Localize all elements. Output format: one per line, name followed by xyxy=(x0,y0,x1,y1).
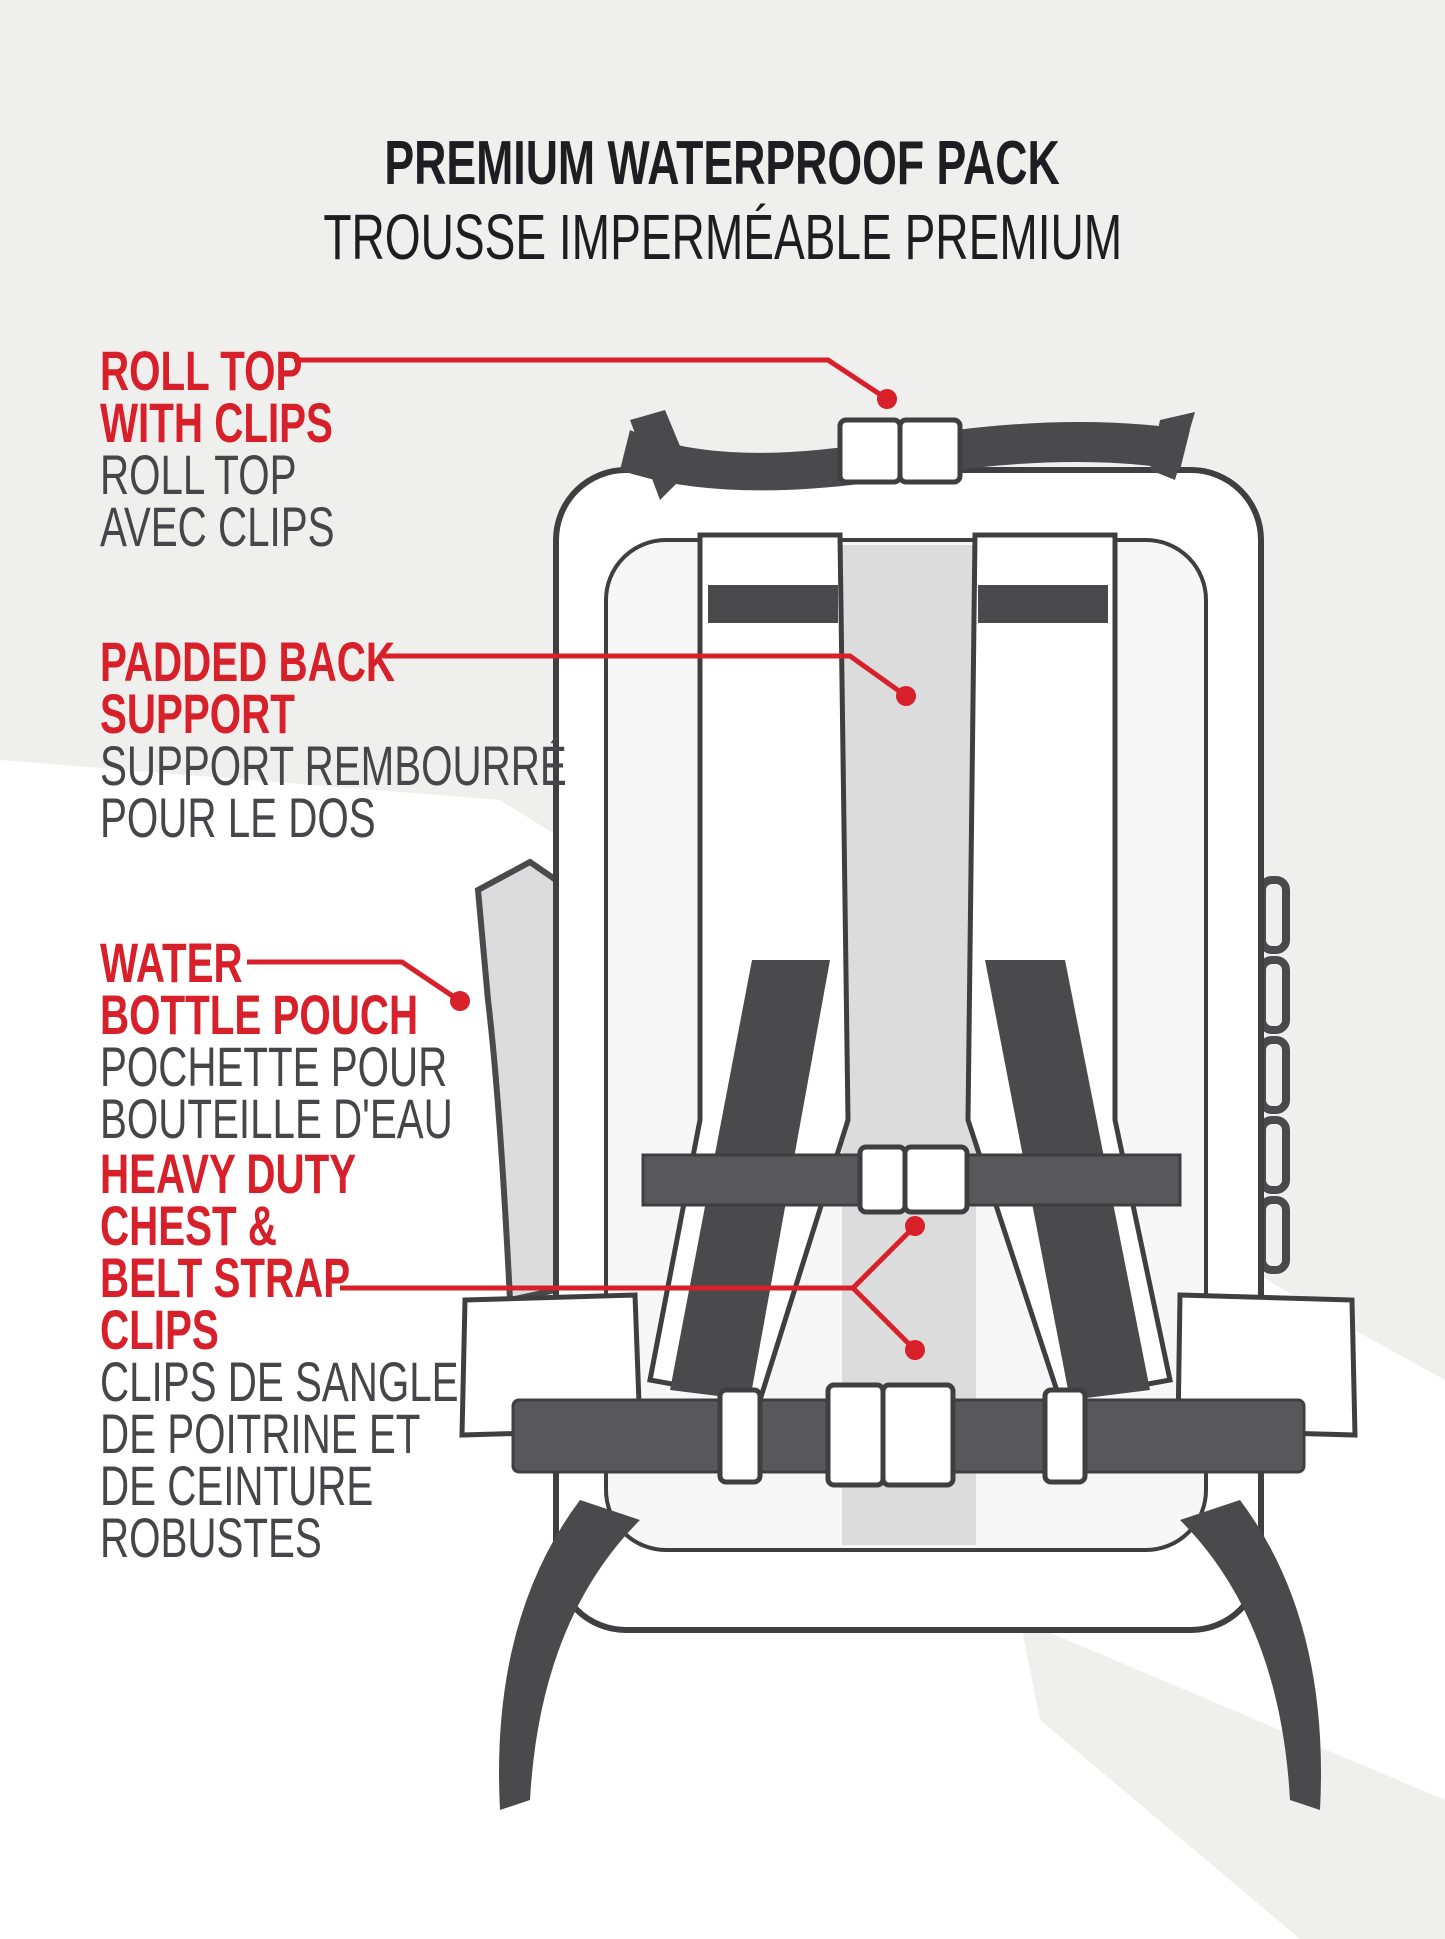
feature-label-fr: ROLL TOP xyxy=(100,443,297,506)
feature-label-en: HEAVY DUTY xyxy=(100,1142,357,1205)
feature-label-en: BELT STRAP xyxy=(100,1246,351,1309)
title-english: PREMIUM WATERPROOF PACK xyxy=(0,128,1445,199)
feature-label-en: ROLL TOP xyxy=(100,339,303,402)
feature-label-fr: CLIPS DE SANGLE xyxy=(100,1350,459,1413)
feature-label-en: CHEST & xyxy=(100,1194,277,1257)
leader-bottle-pouch xyxy=(247,959,462,1004)
title-french-text: TROUSSE IMPERMÉABLE PREMIUM xyxy=(323,201,1122,273)
strap-band xyxy=(708,585,838,623)
leader-dots xyxy=(450,389,925,1360)
chest-buckle xyxy=(857,1144,970,1215)
leader-lines xyxy=(247,357,917,1352)
roll-top-hook-right xyxy=(1150,412,1195,480)
feature-label-fr: AVEC CLIPS xyxy=(100,495,335,558)
bottom-strap-right xyxy=(1180,1500,1321,1810)
leader-roll-top xyxy=(294,357,889,402)
feature-label-en: WATER xyxy=(100,931,243,994)
feature-label-fr: POCHETTE POUR xyxy=(100,1035,448,1098)
title-english-text: PREMIUM WATERPROOF PACK xyxy=(384,129,1061,198)
strap-band xyxy=(978,585,1108,623)
leader-back-support xyxy=(383,653,908,699)
feature-label-en: CLIPS xyxy=(100,1298,219,1361)
leader-straps-belt xyxy=(851,1286,917,1352)
feature-label-en: WITH CLIPS xyxy=(100,391,333,454)
feature-label-en: SUPPORT xyxy=(100,682,295,745)
feature-padded-back: PADDED BACK SUPPORT SUPPORT REMBOURRÉ PO… xyxy=(100,630,748,849)
feature-label-fr: ROBUSTES xyxy=(100,1506,322,1569)
feature-label-fr: DE CEINTURE xyxy=(100,1454,374,1517)
feature-label-fr: POUR LE DOS xyxy=(100,786,376,849)
bottom-strap-left xyxy=(499,1500,640,1810)
roll-top-buckle xyxy=(837,417,963,485)
background-brush-lower xyxy=(1020,1620,1445,1939)
mesh-padding xyxy=(842,545,976,1545)
feature-label-fr: BOUTEILLE D'EAU xyxy=(100,1087,453,1150)
hip-belt-buckles xyxy=(717,1382,1088,1488)
feature-label-fr: SUPPORT REMBOURRÉ xyxy=(100,734,567,797)
roll-top-hook-left xyxy=(630,410,690,500)
feature-bottle-pouch: WATER BOTTLE POUCH POCHETTE POUR BOUTEIL… xyxy=(100,931,590,1150)
feature-strap-clips: HEAVY DUTY CHEST & BELT STRAP CLIPS CLIP… xyxy=(100,1142,598,1569)
feature-label-en: PADDED BACK xyxy=(100,630,395,693)
feature-roll-top: ROLL TOP WITH CLIPS ROLL TOP AVEC CLIPS xyxy=(100,339,426,558)
title-french: TROUSSE IMPERMÉABLE PREMIUM xyxy=(0,200,1445,274)
feature-label-en: BOTTLE POUCH xyxy=(100,983,419,1046)
feature-label-fr: DE POITRINE ET xyxy=(100,1402,421,1465)
